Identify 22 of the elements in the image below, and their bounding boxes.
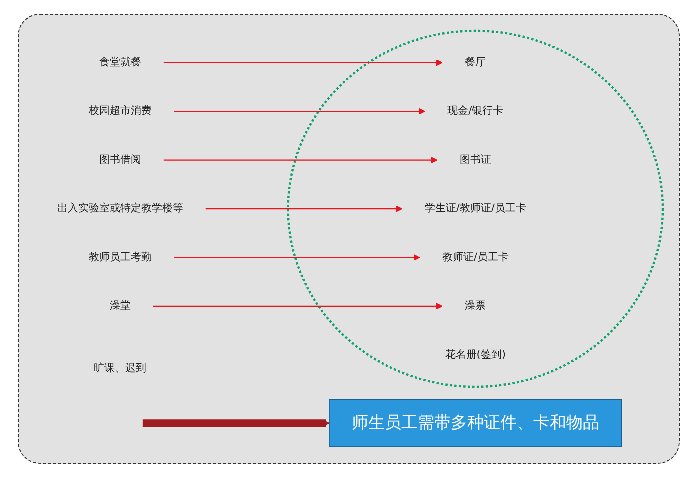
- node-text: 教师员工考勤: [88, 251, 152, 264]
- node-box: 师生员工需带多种证件、卡和物品: [329, 399, 622, 448]
- node-text: 教师证/员工卡: [442, 251, 509, 264]
- arrow: [164, 60, 443, 66]
- node-text: 图书借阅: [99, 154, 142, 166]
- node-text: 食堂就餐: [99, 56, 142, 69]
- arrow: [153, 303, 443, 310]
- node-text: 澡堂: [110, 300, 131, 312]
- arrow: [174, 108, 426, 115]
- arrow: [164, 157, 438, 164]
- node-text: 出入实验室或特定教学楼等: [57, 202, 184, 215]
- node-text: 图书证: [460, 154, 492, 166]
- node-text: 现金/银行卡: [448, 105, 504, 118]
- arrow: [142, 420, 330, 428]
- arrow: [206, 206, 403, 212]
- node-text: 澡票: [465, 300, 486, 312]
- arrow: [174, 254, 420, 262]
- node-text: 校园超市消费: [88, 105, 152, 118]
- node-text: 旷课、迟到: [94, 362, 147, 374]
- node-text: 餐厅: [465, 56, 486, 69]
- node-text: 花名册(签到): [445, 348, 506, 361]
- node-text: 学生证/教师证/员工卡: [424, 202, 526, 215]
